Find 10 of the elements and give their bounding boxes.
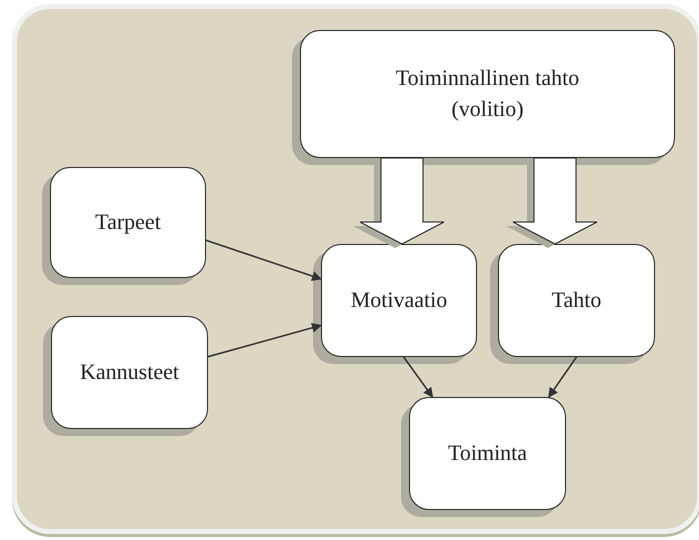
arrow	[208, 322, 322, 358]
node-label: Motivaatio	[350, 286, 448, 314]
node-label: Tarpeet	[95, 208, 161, 236]
node-label: Kannusteet	[80, 358, 179, 386]
arrow	[548, 356, 578, 398]
arrow	[403, 356, 434, 398]
arrow	[206, 240, 322, 281]
node-label: Toiminnallinen tahto (volitio)	[394, 64, 580, 123]
node-label: Toiminta	[448, 439, 528, 468]
node-label: Tahto	[552, 286, 602, 314]
